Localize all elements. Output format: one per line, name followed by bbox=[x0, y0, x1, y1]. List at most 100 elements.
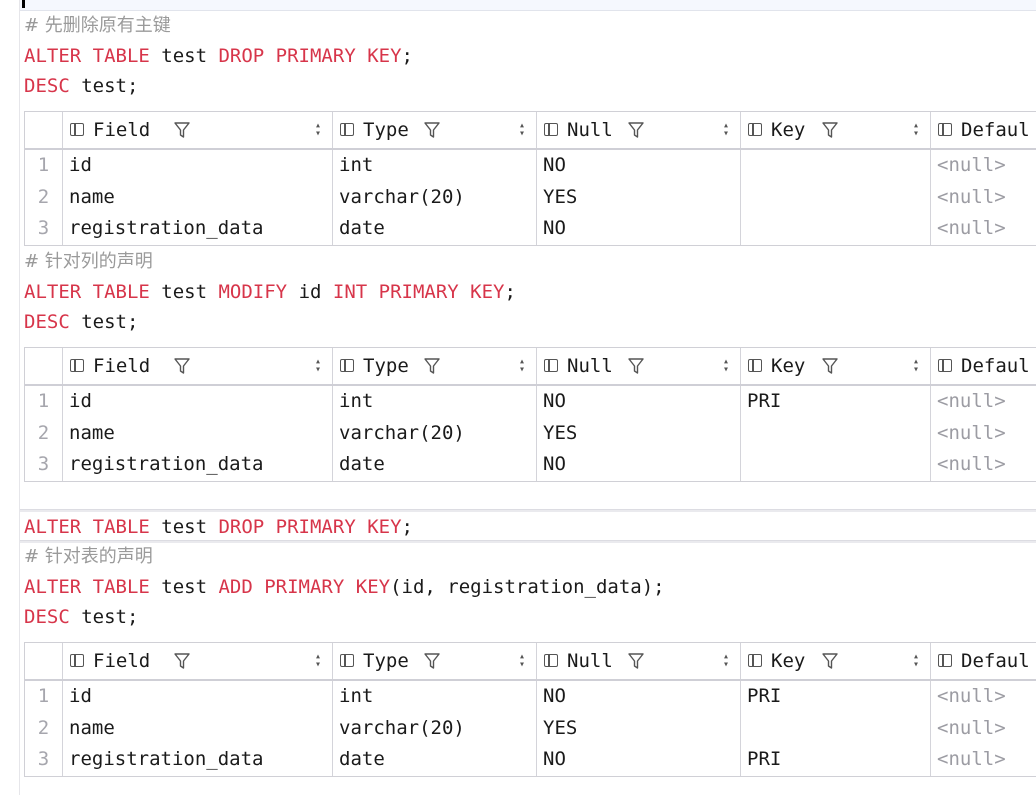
cell-key[interactable]: PRI bbox=[741, 681, 931, 713]
cell-type[interactable]: varchar(20) bbox=[333, 181, 537, 213]
filter-icon[interactable] bbox=[821, 652, 839, 670]
cell-type[interactable]: date bbox=[333, 213, 537, 245]
sql-statement-line[interactable]: ALTER TABLE test MODIFY id INT PRIMARY K… bbox=[24, 278, 516, 306]
cell-field[interactable]: name bbox=[63, 181, 333, 213]
column-header-defaul[interactable]: Defaul bbox=[931, 112, 1036, 148]
filter-icon[interactable] bbox=[423, 357, 441, 375]
column-header-field[interactable]: Field▴ ▾ bbox=[63, 112, 333, 148]
cell-type[interactable]: varchar(20) bbox=[333, 417, 537, 449]
cell-null[interactable]: YES bbox=[537, 417, 741, 449]
cell-key[interactable] bbox=[741, 213, 931, 245]
cell-field[interactable]: name bbox=[63, 417, 333, 449]
cell-null[interactable]: NO bbox=[537, 681, 741, 713]
cell-default[interactable]: <null> bbox=[937, 421, 1006, 444]
cell-key[interactable] bbox=[741, 181, 931, 213]
cell-field[interactable]: registration_data bbox=[63, 213, 333, 245]
column-header-null[interactable]: Null▴ ▾ bbox=[537, 112, 741, 148]
cell-key[interactable]: PRI bbox=[741, 386, 931, 418]
sort-icon[interactable]: ▴ ▾ bbox=[314, 120, 322, 139]
cell-default[interactable]: <null> bbox=[937, 716, 1006, 739]
cell-field[interactable]: id bbox=[63, 386, 333, 418]
cell-key[interactable] bbox=[741, 150, 931, 182]
cell-key[interactable] bbox=[741, 417, 931, 449]
sql-statement-line[interactable]: ALTER TABLE test DROP PRIMARY KEY; bbox=[24, 42, 413, 70]
sort-icon[interactable]: ▴ ▾ bbox=[912, 651, 920, 670]
column-header-field[interactable]: Field▴ ▾ bbox=[63, 643, 333, 679]
comment-line[interactable]: # 针对列的声明 bbox=[24, 251, 153, 272]
filter-icon[interactable] bbox=[173, 357, 191, 375]
sort-icon[interactable]: ▴ ▾ bbox=[518, 120, 526, 139]
column-header-null[interactable]: Null▴ ▾ bbox=[537, 643, 741, 679]
sort-icon[interactable]: ▴ ▾ bbox=[722, 356, 730, 375]
column-header-key[interactable]: Key▴ ▾ bbox=[741, 643, 931, 679]
cell-null[interactable]: YES bbox=[537, 712, 741, 744]
cell-null[interactable]: YES bbox=[537, 181, 741, 213]
filter-icon[interactable] bbox=[627, 357, 645, 375]
cell-default[interactable]: <null> bbox=[937, 685, 1006, 707]
cell-null[interactable]: NO bbox=[537, 744, 741, 776]
sql-statement-line[interactable]: ALTER TABLE test ADD PRIMARY KEY(id, reg… bbox=[24, 573, 665, 601]
sort-icon[interactable]: ▴ ▾ bbox=[518, 651, 526, 670]
column-header-key[interactable]: Key▴ ▾ bbox=[741, 348, 931, 384]
cell-key[interactable] bbox=[741, 449, 931, 481]
filter-icon[interactable] bbox=[627, 652, 645, 670]
cell-type[interactable]: int bbox=[333, 150, 537, 182]
cell-default[interactable]: <null> bbox=[937, 154, 1006, 176]
sql-statement-line[interactable]: DESC test; bbox=[24, 308, 138, 336]
cell-type[interactable]: date bbox=[333, 449, 537, 481]
sort-icon[interactable]: ▴ ▾ bbox=[314, 651, 322, 670]
sort-icon[interactable]: ▴ ▾ bbox=[722, 120, 730, 139]
column-header-defaul[interactable]: Defaul bbox=[931, 348, 1036, 384]
filter-icon[interactable] bbox=[627, 121, 645, 139]
cell-type[interactable]: int bbox=[333, 681, 537, 713]
filter-icon[interactable] bbox=[423, 121, 441, 139]
filter-icon[interactable] bbox=[821, 121, 839, 139]
column-header-type[interactable]: Type▴ ▾ bbox=[333, 348, 537, 384]
sql-statement-line[interactable]: ALTER TABLE test DROP PRIMARY KEY; bbox=[24, 513, 413, 541]
cell-field[interactable]: registration_data bbox=[63, 449, 333, 481]
cell-field[interactable]: name bbox=[63, 712, 333, 744]
cell-key[interactable] bbox=[741, 712, 931, 744]
filter-icon[interactable] bbox=[423, 652, 441, 670]
column-header-field[interactable]: Field▴ ▾ bbox=[63, 348, 333, 384]
column-header-defaul[interactable]: Defaul bbox=[931, 643, 1036, 679]
column-header-type[interactable]: Type▴ ▾ bbox=[333, 112, 537, 148]
column-header-null[interactable]: Null▴ ▾ bbox=[537, 348, 741, 384]
cell-null[interactable]: NO bbox=[537, 150, 741, 182]
cell-default[interactable]: <null> bbox=[937, 453, 1006, 475]
filter-icon[interactable] bbox=[173, 652, 191, 670]
cell-type[interactable]: int bbox=[333, 386, 537, 418]
filter-icon[interactable] bbox=[821, 357, 839, 375]
cell-type[interactable]: date bbox=[333, 744, 537, 776]
sort-icon[interactable]: ▴ ▾ bbox=[722, 651, 730, 670]
cell-field[interactable]: id bbox=[63, 681, 333, 713]
cell-null[interactable]: NO bbox=[537, 449, 741, 481]
cell-type[interactable]: varchar(20) bbox=[333, 712, 537, 744]
column-header-key[interactable]: Key▴ ▾ bbox=[741, 112, 931, 148]
comment-line[interactable]: # 针对表的声明 bbox=[24, 546, 153, 567]
cell-default[interactable]: <null> bbox=[937, 185, 1006, 208]
sort-icon[interactable]: ▴ ▾ bbox=[912, 356, 920, 375]
cell-null[interactable]: NO bbox=[537, 386, 741, 418]
sql-statement-line[interactable]: DESC test; bbox=[24, 603, 138, 631]
cell-null[interactable]: NO bbox=[537, 213, 741, 245]
cell-default[interactable]: <null> bbox=[937, 390, 1006, 412]
sql-statement-line[interactable]: DESC test; bbox=[24, 72, 138, 100]
cell-field[interactable]: registration_data bbox=[63, 744, 333, 776]
cell-default[interactable]: <null> bbox=[937, 217, 1006, 239]
column-header-type[interactable]: Type▴ ▾ bbox=[333, 643, 537, 679]
sort-icon[interactable]: ▴ ▾ bbox=[518, 356, 526, 375]
cell-field[interactable]: id bbox=[63, 150, 333, 182]
cell-default[interactable]: <null> bbox=[937, 748, 1006, 770]
sort-icon[interactable]: ▴ ▾ bbox=[314, 356, 322, 375]
filter-icon[interactable] bbox=[173, 121, 191, 139]
